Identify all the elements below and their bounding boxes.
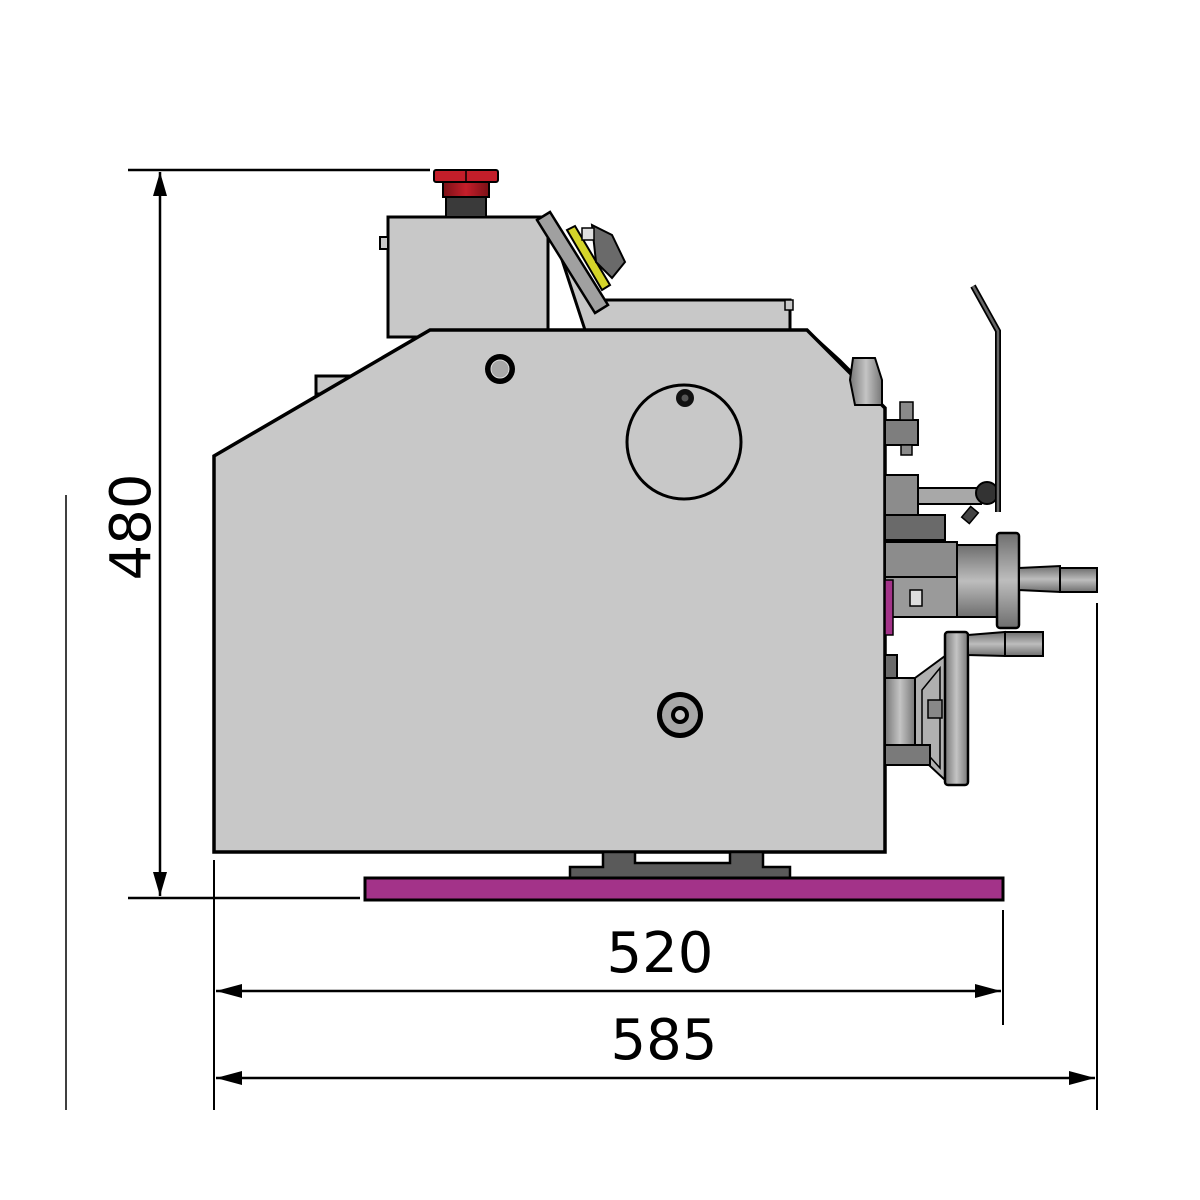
carriage-assembly [884, 401, 999, 541]
bolt-lower [657, 692, 703, 738]
height-dimension [65, 168, 430, 1110]
base-plate [363, 876, 1005, 902]
base-width-label: 520 [607, 921, 714, 986]
control-panel [535, 210, 627, 315]
base-width-dimension [213, 860, 1004, 1110]
height-dimension-label: 480 [99, 474, 164, 581]
top-right-fittings [784, 299, 883, 406]
spindle-assembly [884, 531, 1098, 636]
machine-foot [568, 850, 792, 880]
overall-width-label: 585 [611, 1008, 718, 1073]
bolt-upper [485, 354, 515, 384]
headstock-body [212, 328, 887, 854]
lathe-machine [212, 169, 1098, 902]
chip-guard-rod [970, 284, 1001, 512]
overall-width-dimension [216, 603, 1098, 1110]
gear-cover-circle [625, 383, 743, 501]
emergency-stop-button [433, 169, 499, 218]
upper-housing [314, 215, 792, 396]
handwheel-assembly [884, 630, 1044, 787]
